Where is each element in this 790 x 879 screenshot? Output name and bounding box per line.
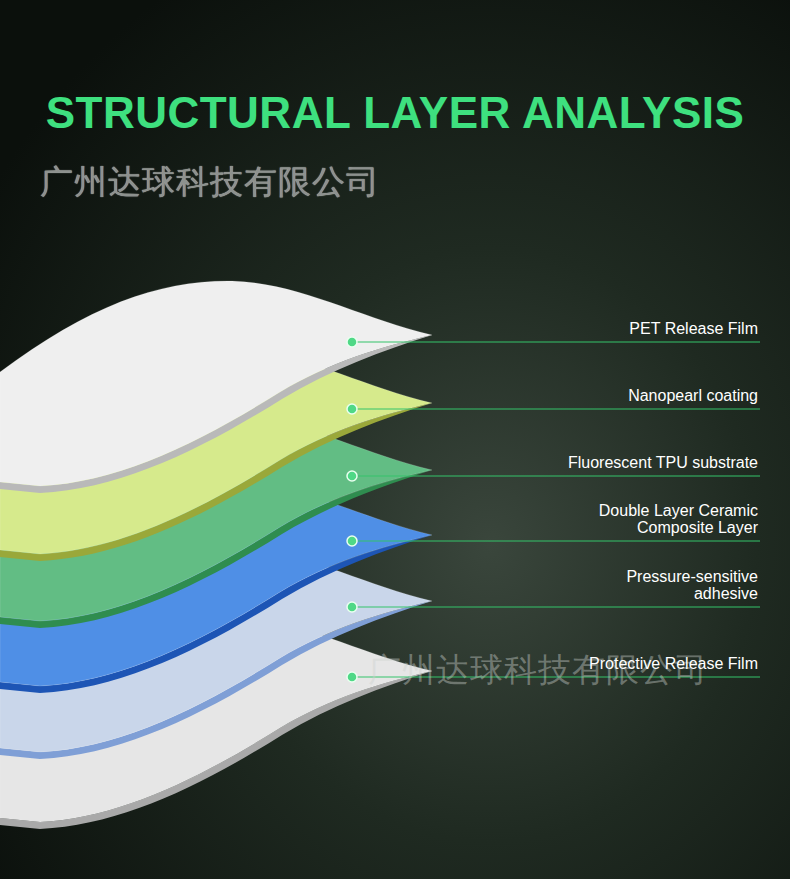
layer-label: Protective Release Film	[589, 656, 758, 673]
leader-line	[352, 475, 760, 476]
layer-stack	[0, 281, 432, 829]
leader-line	[352, 341, 760, 342]
watermark: 广州达球科技有限公司	[40, 160, 380, 205]
title: STRUCTURAL LAYER ANALYSIS	[0, 88, 790, 138]
layer-label: PET Release Film	[629, 321, 758, 338]
layer-label: Nanopearl coating	[628, 388, 758, 405]
leader-line	[352, 540, 760, 541]
leader-dot	[347, 471, 357, 481]
leader-line	[352, 408, 760, 409]
leader-dot	[347, 672, 357, 682]
layer-label: Pressure-sensitive adhesive	[558, 569, 758, 603]
leader-line	[352, 606, 760, 607]
layer-label: Fluorescent TPU substrate	[568, 455, 758, 472]
leader-dot	[347, 536, 357, 546]
leader-dot	[347, 404, 357, 414]
layer-label: Double Layer Ceramic Composite Layer	[558, 503, 758, 537]
leader-dot	[347, 602, 357, 612]
leader-lines	[347, 337, 760, 682]
leader-dot	[347, 337, 357, 347]
layer-sheet	[0, 281, 432, 486]
